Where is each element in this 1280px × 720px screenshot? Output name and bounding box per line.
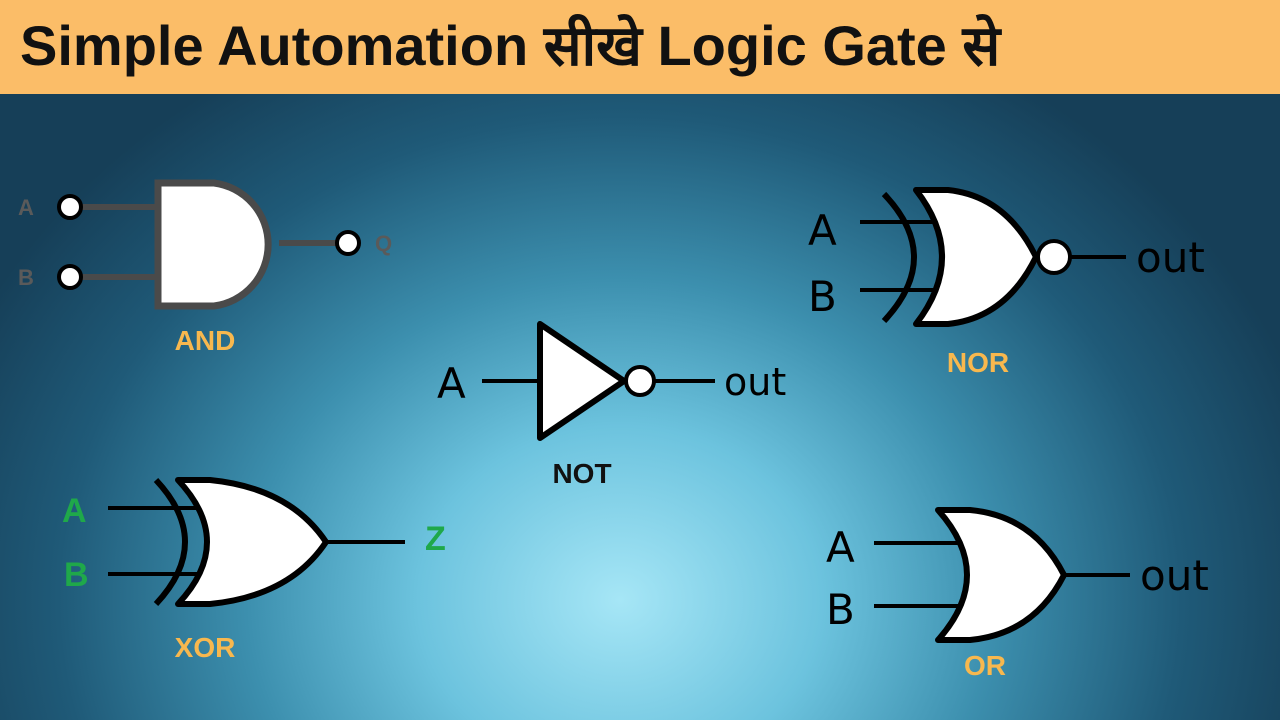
not-gate-name: NOT	[552, 458, 611, 489]
xor-gate-body	[175, 477, 329, 607]
page-title: Simple Automation सीखे Logic Gate से	[20, 14, 1001, 77]
or-gate: A B out OR	[826, 507, 1209, 681]
or-gate-name: OR	[964, 650, 1006, 681]
and-gate-name: AND	[175, 325, 236, 356]
title-banner: Simple Automation सीखे Logic Gate से	[0, 0, 1280, 94]
nor-gate: A B out NOR	[808, 187, 1205, 378]
nor-gate-body	[913, 187, 1039, 327]
and-output-label: Q	[375, 231, 392, 256]
nor-gate-name: NOR	[947, 347, 1009, 378]
and-terminal-a	[57, 194, 83, 220]
or-gate-body	[935, 507, 1067, 643]
not-output-label: out	[724, 360, 786, 404]
and-gate-body	[154, 179, 272, 310]
nor-input-b-label: B	[808, 272, 837, 321]
nor-input-a-label: A	[808, 206, 837, 255]
xor-output-label: Z	[425, 520, 446, 558]
xor-gate: A B Z XOR	[62, 477, 446, 663]
and-gate: A B Q AND	[18, 179, 392, 356]
not-gate: A out NOT	[437, 321, 786, 489]
not-gate-body	[537, 321, 627, 441]
not-bubble	[624, 365, 656, 397]
xor-gate-name: XOR	[175, 632, 236, 663]
logic-gates-diagram: A B Q AND A out NOT A B out NOR A B Z X	[18, 179, 1209, 681]
or-input-b-label: B	[826, 585, 855, 634]
nor-bubble	[1036, 239, 1072, 275]
xor-extra-curve	[153, 477, 188, 607]
nor-xor-curve	[881, 191, 917, 324]
or-input-a-label: A	[826, 523, 855, 572]
xor-input-a-label: A	[62, 492, 87, 530]
nor-output-label: out	[1136, 233, 1205, 282]
or-output-label: out	[1140, 551, 1209, 600]
and-input-b-label: B	[18, 265, 34, 290]
and-terminal-b	[57, 264, 83, 290]
xor-input-b-label: B	[64, 556, 89, 594]
and-input-a-label: A	[18, 195, 34, 220]
not-input-a-label: A	[437, 359, 466, 408]
and-terminal-q	[335, 230, 361, 256]
